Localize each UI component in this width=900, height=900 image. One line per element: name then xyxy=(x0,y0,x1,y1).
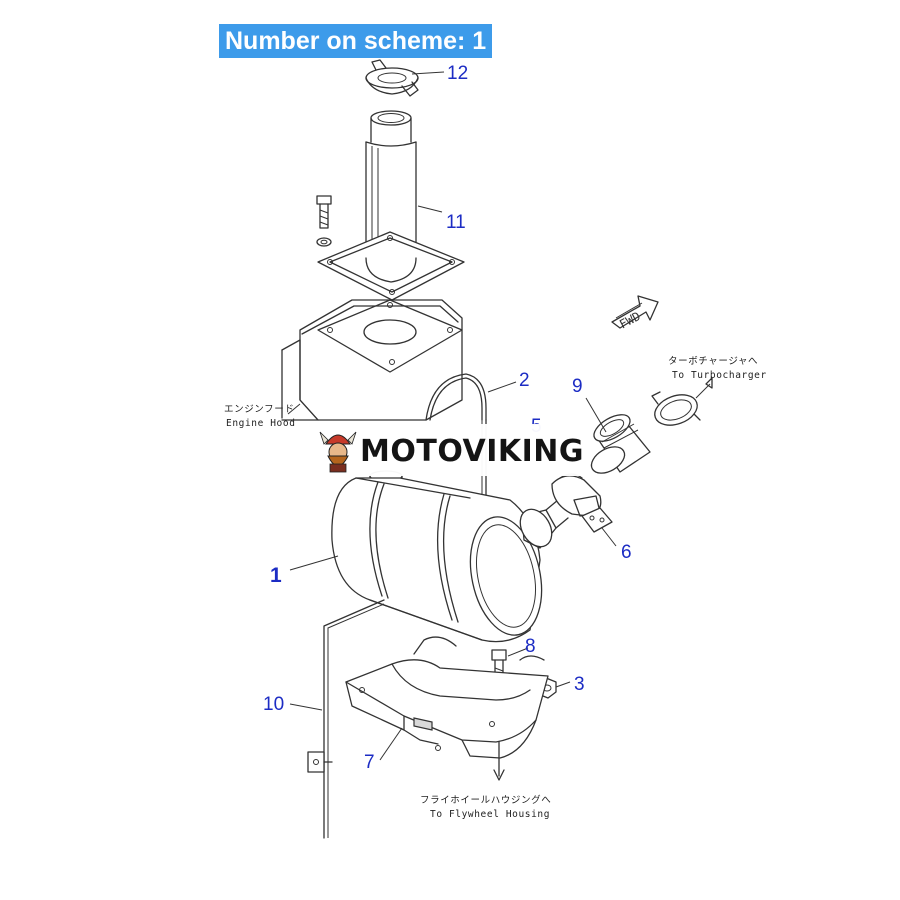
callout-10: 10 xyxy=(263,694,284,715)
part-10-stay-rod xyxy=(307,599,385,839)
annotations: エンジンフード Engine Hood ターボチャージャへ To Turboch… xyxy=(224,356,767,820)
part-5-clamp xyxy=(551,473,602,517)
callout-9: 9 xyxy=(572,376,583,397)
callout-6: 6 xyxy=(621,542,632,563)
callout-1: 1 xyxy=(270,564,282,587)
part-11-exhaust-stack xyxy=(317,110,465,301)
leader-lines xyxy=(287,71,713,761)
part-12-clamp xyxy=(365,59,419,97)
callout-8: 8 xyxy=(525,636,536,657)
part-7-bracket xyxy=(345,636,549,759)
part-9-elbow-pipe xyxy=(590,414,651,474)
engine-hood-jp-label: エンジンフード xyxy=(224,404,294,415)
turbo-jp-label: ターボチャージャへ xyxy=(668,356,758,367)
flywheel-jp-label: フライホイールハウジングへ xyxy=(420,794,551,806)
callout-3: 3 xyxy=(574,674,585,695)
callout-numbers: 12 11 2 9 5 1 6 8 3 10 7 xyxy=(263,63,632,773)
motoviking-watermark: MOTOVIKING xyxy=(314,424,584,476)
turbo-clamp xyxy=(651,391,701,426)
callout-2: 2 xyxy=(519,370,530,391)
turbo-en-label: To Turbocharger xyxy=(672,370,767,381)
scheme-number-banner: Number on scheme: 1 xyxy=(219,24,493,58)
flywheel-en-label: To Flywheel Housing xyxy=(430,809,550,820)
part-6-plate xyxy=(581,507,613,533)
engine-hood xyxy=(281,299,463,421)
part-1-muffler xyxy=(331,470,569,643)
callout-7: 7 xyxy=(364,752,375,773)
engine-hood-en-label: Engine Hood xyxy=(226,418,296,429)
callout-12: 12 xyxy=(447,63,468,84)
fwd-arrow-icon: FWD xyxy=(611,295,659,332)
viking-logo-icon xyxy=(319,431,357,473)
watermark-text: MOTOVIKING xyxy=(360,434,584,469)
stack-bolt xyxy=(316,195,332,247)
callout-11: 11 xyxy=(446,212,466,233)
